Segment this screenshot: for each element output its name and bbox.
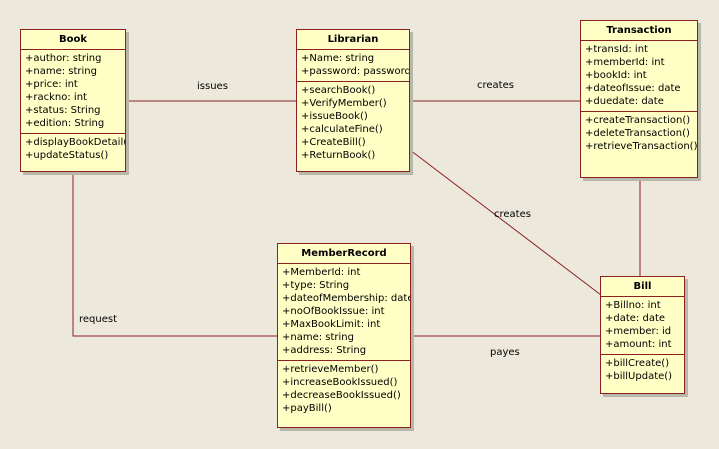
attribute-entry: +date: date — [605, 313, 666, 324]
operation-entry: +increaseBookIssued() — [282, 377, 398, 388]
operation-entry: +ReturnBook() — [301, 150, 376, 161]
attribute-entry: +edition: String — [25, 118, 105, 129]
attribute-entry: +name: string — [25, 66, 97, 77]
attribute-entry: +rackno: int — [25, 92, 87, 103]
attribute-entry: +status: String — [25, 105, 101, 116]
bill-operations: +billCreate() +billUpdate() — [601, 355, 684, 386]
operation-entry: +issueBook() — [301, 111, 368, 122]
librarian-bill-line — [409, 149, 602, 296]
operation-entry: +VerifyMember() — [301, 98, 387, 109]
attribute-entry: +type: String — [282, 280, 350, 291]
librarian-class-name: Librarian — [297, 30, 409, 50]
attribute-entry: +author: string — [25, 53, 102, 64]
operation-entry: +retrieveMember() — [282, 364, 379, 375]
attribute-entry: +duedate: date — [585, 96, 664, 107]
attribute-entry: +Name: string — [301, 53, 375, 64]
request-line — [72, 172, 277, 337]
attribute-entry: +MemberId: int — [282, 267, 361, 278]
attribute-entry: +dateofMembership: date — [282, 293, 410, 304]
book-class-name: Book — [21, 30, 125, 50]
creates-bill-label: creates — [494, 209, 531, 220]
attribute-entry: +MaxBookLimit: int — [282, 319, 381, 330]
transaction-operations: +createTransaction() +deleteTransaction()… — [581, 112, 697, 156]
attribute-entry: +dateofIssue: date — [585, 83, 681, 94]
attribute-entry: +password: password — [301, 66, 409, 77]
memberrecord-class[interactable]: MemberRecord +MemberId: int +type: String… — [277, 243, 411, 428]
book-attributes: +author: string +name: string +price: int +… — [21, 50, 125, 134]
transaction-attributes: +transId: int +memberId: int +bookId: int +… — [581, 41, 697, 112]
book-operations: +displayBookDetail() +updateStatus() — [21, 134, 125, 165]
bill-attributes: +Billno: int +date: date +member: id +amoun… — [601, 297, 684, 355]
operation-entry: +retrieveTransaction() — [585, 141, 697, 152]
operation-entry: +billUpdate() — [605, 371, 673, 382]
librarian-class[interactable]: Librarian +Name: string +password: passwo… — [296, 29, 410, 172]
operation-entry: +billCreate() — [605, 358, 670, 369]
request-label: request — [79, 314, 118, 325]
memberrecord-operations: +retrieveMember() +increaseBookIssued() +d… — [278, 361, 410, 418]
memberrecord-attributes: +MemberId: int +type: String +dateofMember… — [278, 264, 410, 361]
attribute-entry: +transId: int — [585, 44, 648, 55]
attribute-entry: +noOfBookIssue: int — [282, 306, 385, 317]
bill-class[interactable]: Bill +Billno: int+date: date+member: id+… — [600, 276, 685, 394]
attribute-entry: +amount: int — [605, 339, 672, 350]
operation-entry: +displayBookDetail() — [25, 137, 125, 148]
attribute-entry: +member: id — [605, 326, 672, 337]
librarian-attributes: +Name: string +password: password — [297, 50, 409, 82]
attribute-entry: +name: string — [282, 332, 354, 343]
operation-entry: +payBill() — [282, 403, 332, 414]
attribute-entry: +bookId: int — [585, 70, 647, 81]
operation-entry: +searchBook() — [301, 85, 376, 96]
attribute-entry: +price: int — [25, 79, 78, 90]
attribute-entry: +Billno: int — [605, 300, 661, 311]
attribute-entry: +address: String — [282, 345, 367, 356]
book-class[interactable]: Book +author: string +name: string +price:… — [20, 29, 126, 172]
memberrecord-class-name: MemberRecord — [278, 244, 410, 264]
operation-entry: +createTransaction() — [585, 115, 691, 126]
librarian-operations: +searchBook() +VerifyMember() +issueBook()… — [297, 82, 409, 165]
attribute-entry: +memberId: int — [585, 57, 665, 68]
operation-entry: +deleteTransaction() — [585, 128, 690, 139]
operation-entry: +updateStatus() — [25, 150, 109, 161]
payes-label: payes — [490, 347, 520, 358]
issues-label: issues — [197, 81, 228, 92]
operation-entry: +decreaseBookIssued() — [282, 390, 401, 401]
operation-entry: +CreateBill() — [301, 137, 366, 148]
operation-entry: +calculateFine() — [301, 124, 383, 135]
creates-transaction-label: creates — [477, 80, 514, 91]
bill-class-name: Bill — [601, 277, 684, 297]
transaction-class-name: Transaction — [581, 21, 697, 41]
transaction-class[interactable]: Transaction +transId: int+memberId: int+… — [580, 20, 698, 178]
